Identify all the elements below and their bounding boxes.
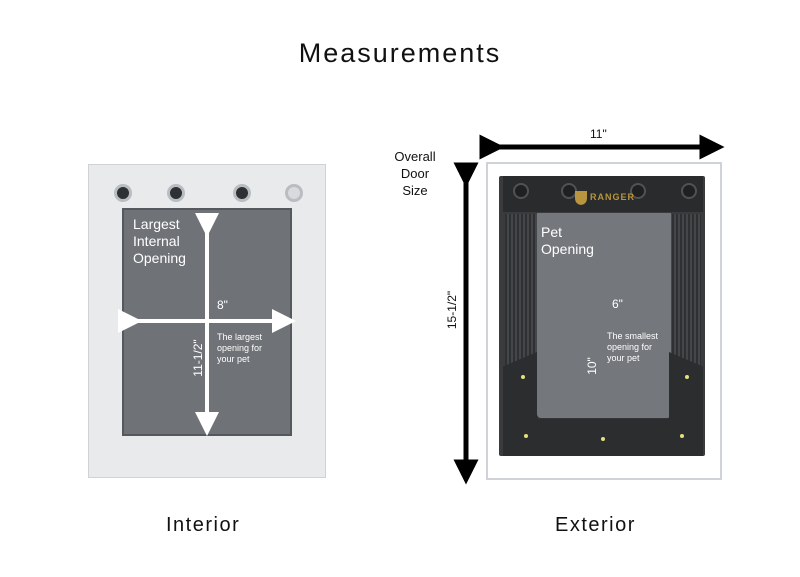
exterior-width-label: 6" xyxy=(612,297,623,311)
screw-icon xyxy=(513,183,529,199)
shield-icon xyxy=(575,191,587,205)
screw-icon xyxy=(167,184,185,202)
ext-dot xyxy=(521,375,525,379)
exterior-note: The smallest opening for your pet xyxy=(607,331,659,363)
interior-opening-label: Largest Internal Opening xyxy=(133,216,186,266)
exterior-flap xyxy=(537,213,671,418)
brand-name: RANGER xyxy=(590,192,636,202)
exterior-top-bar xyxy=(503,176,703,212)
screw-icon xyxy=(233,184,251,202)
interior-width-label: 8" xyxy=(217,298,228,312)
screw-icon xyxy=(681,183,697,199)
screw-icon xyxy=(114,184,132,202)
interior-caption: Interior xyxy=(166,514,241,536)
brand-logo: RANGER xyxy=(574,190,634,206)
screw-icon xyxy=(285,184,303,202)
exterior-caption: Exterior xyxy=(555,514,636,536)
overall-height-label: 15-1/2" xyxy=(445,290,459,330)
ext-dot xyxy=(601,437,605,441)
screw-icon xyxy=(630,183,646,199)
ext-dot xyxy=(685,375,689,379)
ext-dot xyxy=(524,434,528,438)
interior-height-label: 11-1/2" xyxy=(191,339,205,377)
overall-size-label: Overall Door Size xyxy=(394,149,436,198)
exterior-opening-label: Pet Opening xyxy=(541,224,594,257)
page-title: Measurements xyxy=(298,38,502,68)
ext-dot xyxy=(680,434,684,438)
exterior-height-label: 10" xyxy=(585,357,599,375)
overall-width-label: 11" xyxy=(590,127,607,141)
interior-note: The largest opening for your pet xyxy=(217,332,263,364)
